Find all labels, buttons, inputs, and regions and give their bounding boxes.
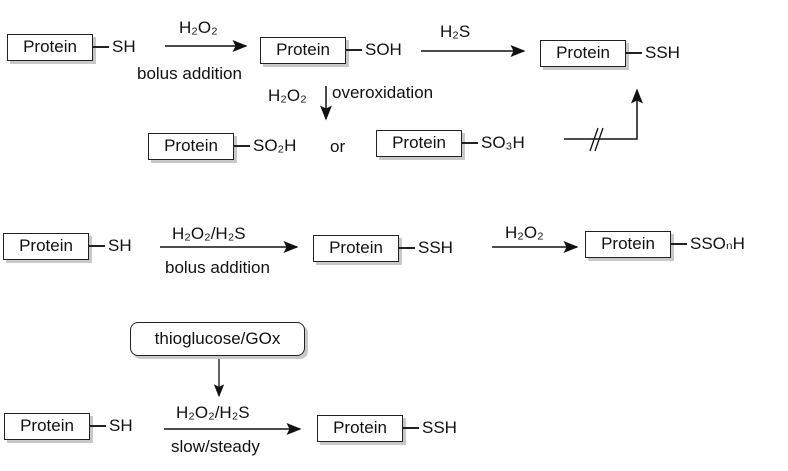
s2-step2-reagent: H₂O₂	[505, 223, 544, 242]
protein-box: Protein	[7, 33, 93, 61]
s3-protein-sh: Protein SH	[4, 411, 133, 441]
protein-box: Protein	[585, 230, 671, 258]
bond-line	[89, 245, 105, 247]
thiol-group: SH	[109, 416, 133, 435]
s1-protein-soh: Protein SOH	[260, 35, 402, 65]
s3-reagent: H₂O₂/H₂S	[176, 403, 250, 422]
bond-line	[626, 52, 642, 54]
bond-line	[399, 247, 415, 249]
thiol-group: SH	[112, 37, 136, 56]
protein-box: Protein	[148, 132, 234, 160]
persulfide-group: SSH	[418, 238, 453, 257]
s1-overox-reagent: H₂O₂	[268, 86, 307, 105]
bond-line	[462, 142, 478, 144]
arrow-s1-blocked	[564, 88, 643, 140]
s2-step1-reagent: H₂O₂/H₂S	[172, 224, 246, 243]
or-label: or	[330, 137, 346, 156]
s1-step1-condition: bolus addition	[137, 64, 242, 83]
thioglucose-gox-box: thioglucose/GOx	[130, 322, 305, 356]
sulfenic-group: SOH	[365, 40, 402, 59]
protein-box: Protein	[313, 234, 399, 262]
thiol-group: SH	[108, 236, 132, 255]
blocked-slash-2	[594, 127, 604, 152]
s2-protein-ssh: Protein SSH	[313, 233, 453, 263]
persulfide-group: SSH	[422, 418, 457, 437]
s1-protein-so3h: Protein SO₃H	[376, 128, 525, 158]
s2-step1-condition: bolus addition	[165, 258, 270, 277]
blocked-slash-1	[589, 127, 599, 152]
s3-protein-ssh: Protein SSH	[317, 413, 457, 443]
bond-line	[671, 243, 687, 245]
persulfide-group: SSH	[645, 43, 680, 62]
s2-protein-sson-h: Protein SSOₙH	[585, 229, 745, 259]
bond-line	[93, 46, 109, 48]
bond-line	[403, 427, 419, 429]
s1-protein-so2h: Protein SO₂H	[148, 131, 296, 161]
protein-box: Protein	[260, 36, 346, 64]
sulfinic-group: SO₂H	[253, 136, 297, 155]
s1-overox-label: overoxidation	[332, 83, 434, 102]
s2-protein-sh: Protein SH	[3, 231, 132, 261]
sulfonic-group: SO₃H	[481, 133, 525, 152]
protein-box: Protein	[4, 412, 90, 440]
protein-box: Protein	[540, 39, 626, 67]
s1-step1-reagent: H₂O₂	[179, 18, 218, 37]
bond-line	[346, 49, 362, 51]
protein-box: Protein	[376, 129, 462, 157]
s3-condition: slow/steady	[171, 437, 260, 456]
oxidized-persulfide-group: SSOₙH	[690, 234, 745, 253]
bond-line	[90, 425, 106, 427]
s1-step2-reagent: H₂S	[440, 22, 471, 41]
protein-box: Protein	[3, 232, 89, 260]
bond-line	[234, 145, 250, 147]
protein-box: Protein	[317, 414, 403, 442]
s1-protein-ssh: Protein SSH	[540, 38, 680, 68]
s1-protein-sh: Protein SH	[7, 32, 136, 62]
